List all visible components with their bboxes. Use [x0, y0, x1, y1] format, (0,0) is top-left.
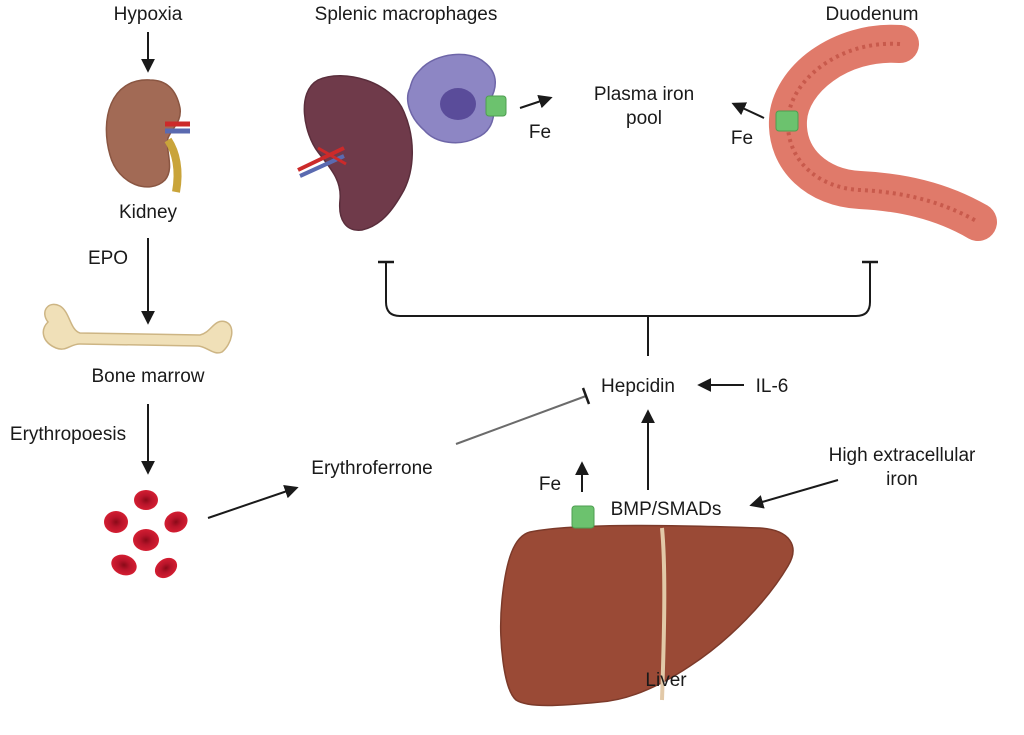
bone-illustration — [42, 303, 233, 354]
macrophage-fe-arrow — [519, 94, 553, 109]
kidney-illustration — [105, 79, 190, 193]
duodenum-fe-arrow — [731, 102, 765, 119]
hypoxia-label: Hypoxia — [114, 4, 183, 25]
bmp-smads-label: BMP/SMADs — [611, 499, 722, 520]
kidney-label: Kidney — [119, 202, 178, 223]
splenic-macrophages-label: Splenic macrophages — [315, 4, 498, 25]
fe-liver-label: Fe — [539, 474, 561, 495]
duodenal-ferroportin-icon — [775, 110, 799, 132]
duodenum-illustration — [768, 24, 997, 241]
high-iron-label-2: iron — [886, 469, 918, 490]
hepcidin-inhibition-bracket — [385, 262, 871, 317]
rbc-to-erythroferrone-arrow — [207, 484, 299, 519]
liver-label: Liver — [645, 670, 687, 691]
fe-duodenum-label: Fe — [731, 128, 753, 149]
red-blood-cells-illustration — [104, 490, 188, 579]
plasma-iron-pool-label-2: pool — [626, 108, 662, 129]
erythroferrone-inhibits-hepcidin-line — [455, 395, 587, 445]
high-iron-label-1: High extracellular — [829, 445, 976, 466]
high-iron-arrow — [749, 479, 839, 509]
duodenum-label: Duodenum — [826, 4, 919, 25]
erythroferrone-inhibition-bar — [581, 387, 591, 405]
fe-macrophage-label: Fe — [529, 122, 551, 143]
erythroferrone-label: Erythroferrone — [311, 458, 432, 479]
bone-marrow-label: Bone marrow — [92, 366, 205, 387]
liver-illustration — [500, 524, 794, 707]
hepatic-transporter-icon — [571, 505, 595, 529]
hepcidin-label: Hepcidin — [601, 376, 675, 397]
erythropoiesis-label: Erythropoesis — [10, 424, 126, 445]
epo-label: EPO — [88, 248, 128, 269]
macrophage-ferroportin-icon — [485, 95, 507, 117]
il6-label: IL-6 — [756, 376, 789, 397]
plasma-iron-pool-label-1: Plasma iron — [594, 84, 694, 105]
spleen-illustration — [297, 75, 413, 231]
macrophage-illustration — [406, 53, 496, 144]
